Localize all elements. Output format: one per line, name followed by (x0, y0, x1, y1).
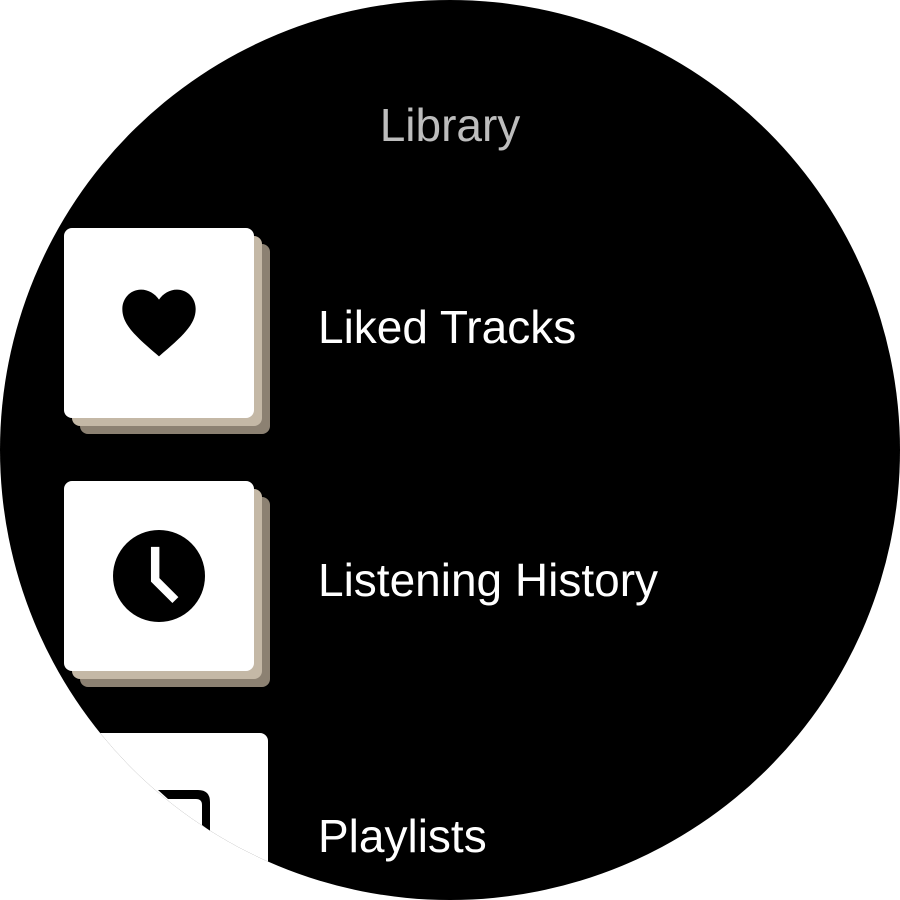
card-stack (64, 228, 270, 434)
list-item-liked-tracks[interactable]: Liked Tracks (0, 228, 900, 434)
card-stack (64, 481, 270, 687)
playlist-icon (158, 790, 210, 831)
list-item-playlists[interactable]: Playlists (0, 733, 900, 900)
item-label: Listening History (318, 554, 659, 606)
list-item-listening-history[interactable]: Listening History (0, 481, 900, 687)
clock-icon (113, 530, 205, 622)
page-title: Library (379, 99, 521, 151)
heart-icon (122, 289, 196, 357)
item-label: Liked Tracks (318, 301, 577, 353)
item-label: Playlists (318, 810, 487, 862)
card-stack (0, 733, 268, 900)
